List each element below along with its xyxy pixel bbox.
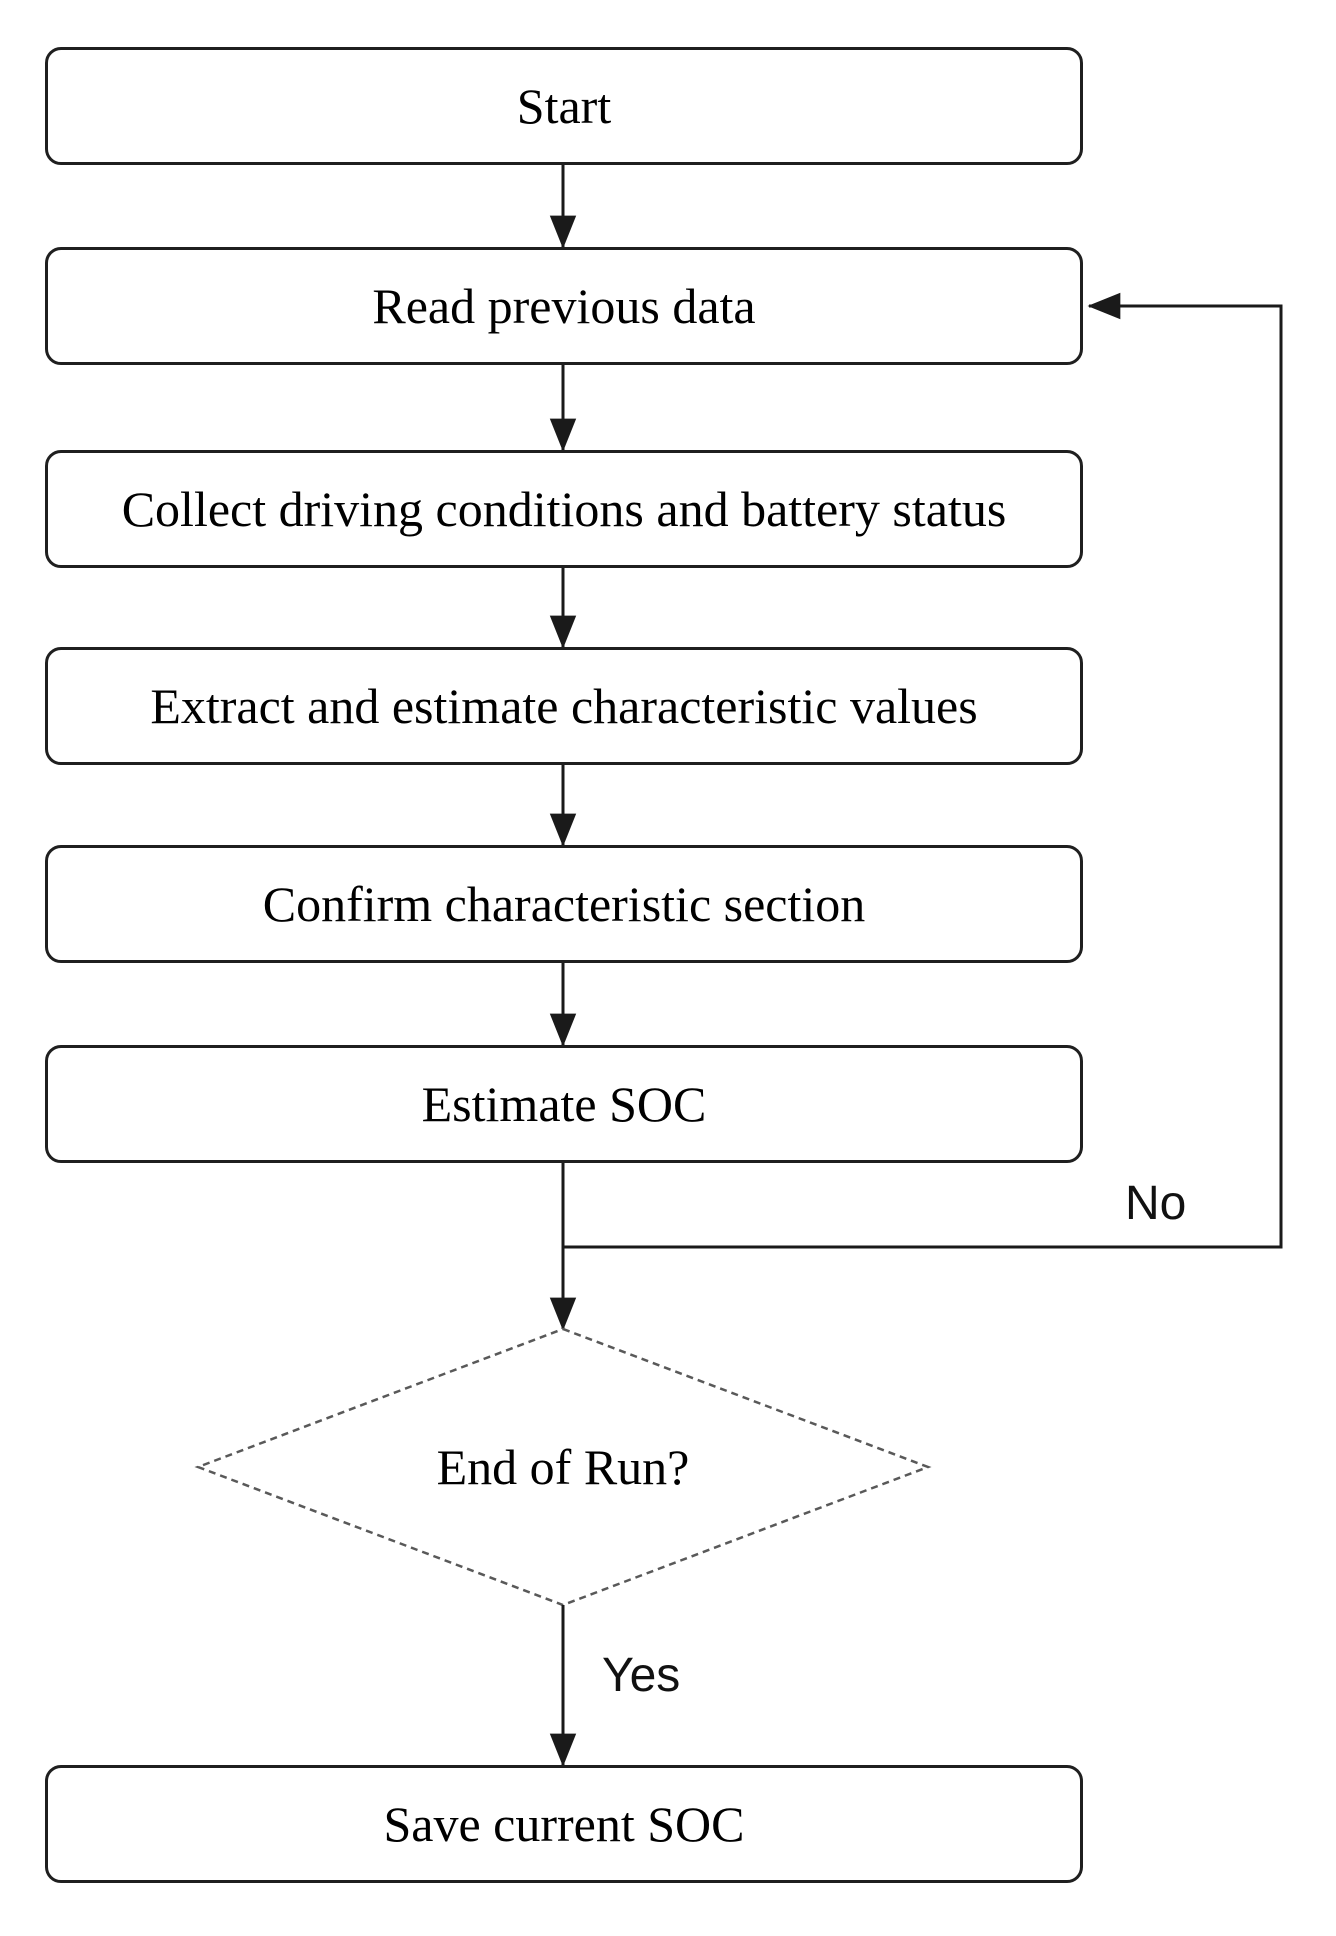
node-read-previous-data: Read previous data [45,247,1083,365]
node-save-current-soc: Save current SOC [45,1765,1083,1883]
branch-label-yes: Yes [602,1649,681,1702]
node-estimate-soc: Estimate SOC [45,1045,1083,1163]
connector-no-feedback-loop [563,292,1283,1249]
decision-diamond-shape [194,1327,932,1607]
node-confirm-characteristic-section: Confirm characteristic section [45,845,1083,963]
node-collect-driving-conditions-label: Collect driving conditions and battery s… [121,481,1007,537]
node-read-previous-data-label: Read previous data [372,278,756,334]
node-start-label: Start [516,78,612,134]
node-confirm-characteristic-section-label: Confirm characteristic section [262,876,866,932]
node-start: Start [45,47,1083,165]
node-collect-driving-conditions: Collect driving conditions and battery s… [45,450,1083,568]
node-extract-estimate-values-label: Extract and estimate characteristic valu… [150,678,978,734]
branch-label-no: No [1125,1177,1187,1230]
node-estimate-soc-label: Estimate SOC [421,1076,707,1132]
node-save-current-soc-label: Save current SOC [383,1796,745,1852]
node-extract-estimate-values: Extract and estimate characteristic valu… [45,647,1083,765]
